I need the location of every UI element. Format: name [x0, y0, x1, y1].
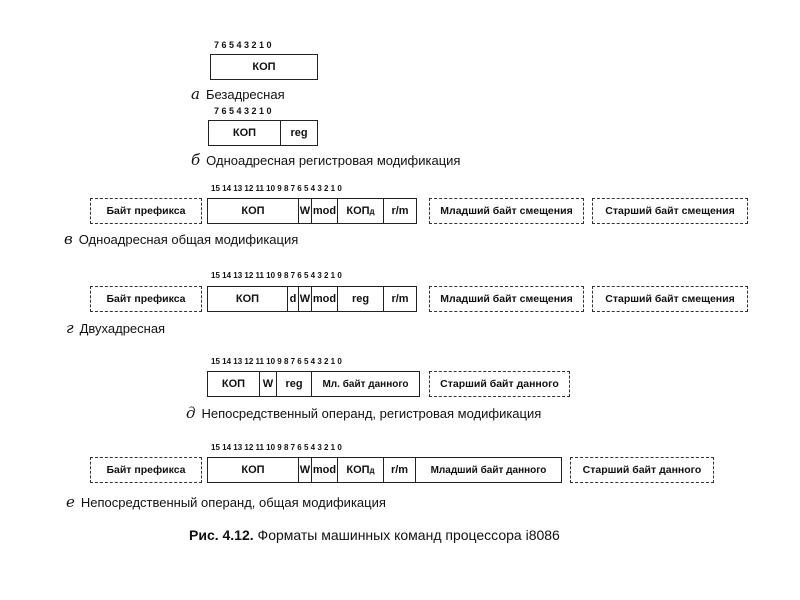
letter-e: е [66, 493, 75, 511]
field-reg: reg [277, 372, 312, 396]
caption-e: е Непосредственный операнд, общая модифик… [66, 494, 386, 511]
field-kop-d-text: КОП [346, 205, 370, 217]
bit-numbers-d: 15 14 13 12 11 10 9 8 7 6 5 4 3 2 1 0 [211, 357, 342, 366]
caption-g-text: Двухадресная [79, 321, 166, 336]
prefix-byte-e: Байт префикса [90, 457, 202, 483]
caption-a: а Безадресная [191, 86, 285, 103]
low-displacement-byte-v: Младший байт смещения [429, 198, 584, 224]
field-kop: КОП [208, 458, 299, 482]
field-kop-d-subscript: д [369, 206, 375, 216]
field-w: W [299, 287, 312, 311]
figure-caption: Рис. 4.12. Форматы машинных команд проце… [189, 527, 560, 543]
field-reg: reg [290, 127, 308, 139]
format-a-register: КОП [210, 54, 318, 80]
field-mod: mod [312, 458, 338, 482]
bit-numbers-v: 15 14 13 12 11 10 9 8 7 6 5 4 3 2 1 0 [211, 184, 342, 193]
field-low-data-byte: Мл. байт данного [322, 378, 409, 390]
field-kop: КОП [209, 121, 281, 145]
field-d: d [288, 287, 299, 311]
caption-d-text: Непосредственный операнд, регистровая мо… [201, 406, 542, 421]
field-w: W [299, 458, 312, 482]
bit-numbers-b: 7 6 5 4 3 2 1 0 [214, 106, 272, 116]
field-reg: reg [338, 287, 384, 311]
field-w: W [260, 372, 277, 396]
caption-v: в Одноадресная общая модификация [64, 231, 298, 248]
bit-numbers-e: 15 14 13 12 11 10 9 8 7 6 5 4 3 2 1 0 [211, 443, 342, 452]
figure-label: Рис. 4.12. [189, 527, 254, 543]
field-kop: КОП [208, 199, 299, 223]
letter-b: б [191, 151, 201, 169]
high-displacement-byte-v: Старший байт смещения [592, 198, 748, 224]
caption-a-text: Безадресная [205, 87, 285, 102]
bit-numbers-g: 15 14 13 12 11 10 9 8 7 6 5 4 3 2 1 0 [211, 271, 342, 280]
field-mod: mod [312, 287, 338, 311]
field-kop-d-text: КОП [346, 464, 370, 476]
format-d-register: КОП W reg Мл. байт данного [207, 371, 420, 397]
low-displacement-byte-g: Младший байт смещения [429, 286, 584, 312]
prefix-byte-v: Байт префикса [90, 198, 202, 224]
high-displacement-byte-g: Старший байт смещения [592, 286, 748, 312]
letter-d: д [186, 404, 196, 422]
field-mod: mod [312, 199, 338, 223]
format-g-register: КОП d W mod reg r/m [207, 286, 417, 312]
caption-b-text: Одноадресная регистровая модификация [206, 153, 461, 168]
figure-title: Форматы машинных команд процессора i8086 [257, 527, 560, 543]
high-data-byte-d: Старший байт данного [429, 371, 570, 397]
bit-numbers-a: 7 6 5 4 3 2 1 0 [214, 40, 272, 50]
format-b-register: КОП reg [208, 120, 318, 146]
letter-a: а [191, 85, 200, 103]
field-rm: r/m [384, 458, 416, 482]
caption-d: д Непосредственный операнд, регистровая м… [186, 405, 541, 422]
letter-v: в [64, 230, 73, 248]
field-w: W [299, 199, 312, 223]
caption-g: г Двухадресная [66, 320, 165, 337]
field-rm: r/m [391, 293, 409, 305]
letter-g: г [66, 319, 74, 337]
field-kop: КОП [208, 287, 288, 311]
caption-b: б Одноадресная регистровая модификация [191, 152, 460, 169]
caption-e-text: Непосредственный операнд, общая модифика… [80, 495, 386, 510]
field-rm: r/m [391, 205, 409, 217]
high-data-byte-e: Старший байт данного [570, 457, 714, 483]
field-low-data-byte: Младший байт данного [430, 464, 547, 476]
field-kop: КОП [208, 372, 260, 396]
caption-v-text: Одноадресная общая модификация [78, 232, 299, 247]
field-kop: КОП [252, 61, 276, 73]
field-kop-d-subscript: д [369, 465, 375, 475]
prefix-byte-g: Байт префикса [90, 286, 202, 312]
